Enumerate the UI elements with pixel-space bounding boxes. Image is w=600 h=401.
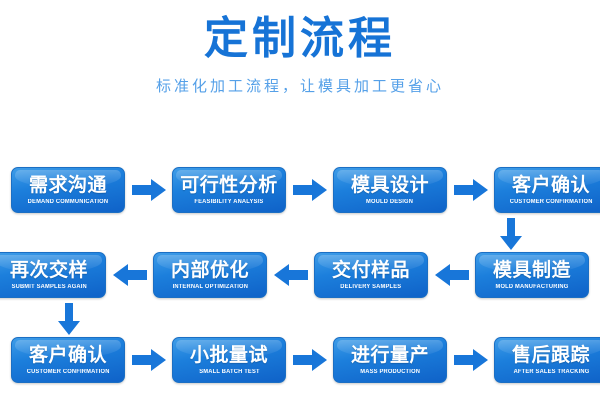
flow-arrow-left-2 [268,264,313,286]
page-header: 定制流程 标准化加工流程，让模具加工更省心 [0,0,600,96]
flow-step-mold-manufacturing[interactable]: 模具制造 MOLD MANUFACTURING [474,252,590,298]
step-label-en: DELIVERY SAMPLES [340,283,402,290]
arrow-left-icon [112,264,147,286]
step-box[interactable]: 再次交样 SUBMIT SAMPLES AGAIN [0,252,106,298]
flow-row-3: 客户确认 CUSTOMER CONFIRMATION 小批量试 SMALL BA… [0,335,600,385]
arrow-right-icon [292,349,327,371]
step-label-en: CUSTOMER CONFIRMATION [509,198,593,205]
step-box[interactable]: 需求沟通 DEMAND COMMUNICATION [11,167,125,213]
step-box[interactable]: 客户确认 CUSTOMER CONFIRMATION [11,337,125,383]
step-label-en: CUSTOMER CONFIRMATION [26,368,110,375]
step-label-en: FEASIBILITY ANALYSIS [194,198,264,205]
step-label-cn: 需求沟通 [28,174,107,196]
step-label-en: SMALL BATCH TEST [198,368,260,375]
flow-arrow-right-5 [287,349,332,371]
arrow-down-icon-left [58,303,80,335]
flow-row-2: 模具制造 MOLD MANUFACTURING 交付样品 DELIVERY SA… [0,250,600,300]
step-box[interactable]: 小批量试 SMALL BATCH TEST [172,337,286,383]
page-title: 定制流程 [204,14,396,63]
process-flow-diagram: 需求沟通 DEMAND COMMUNICATION 可行性分析 FEASIBIL… [0,150,600,401]
flow-step-after-sales-tracking[interactable]: 售后跟踪 AFTER SALES TRACKING [493,337,600,383]
step-label-cn: 模具制造 [492,259,571,281]
step-label-cn: 内部优化 [170,259,249,281]
step-label-en: MOLD MANUFACTURING [495,283,569,290]
step-box[interactable]: 可行性分析 FEASIBILITY ANALYSIS [172,167,286,213]
step-label-cn: 客户确认 [28,344,107,366]
flow-step-internal-optimization[interactable]: 内部优化 INTERNAL OPTIMIZATION [152,252,268,298]
step-label-cn: 模具设计 [350,174,429,196]
flow-step-small-batch-test[interactable]: 小批量试 SMALL BATCH TEST [171,337,287,383]
step-label-cn: 进行量产 [350,344,429,366]
flow-arrow-left-3 [107,264,152,286]
flow-step-demand-communication[interactable]: 需求沟通 DEMAND COMMUNICATION [10,167,126,213]
flow-step-mass-production[interactable]: 进行量产 MASS PRODUCTION [332,337,448,383]
flow-step-feasibility-analysis[interactable]: 可行性分析 FEASIBILITY ANALYSIS [171,167,287,213]
step-label-en: SUBMIT SAMPLES AGAIN [11,283,87,290]
arrow-right-icon [131,349,166,371]
step-box[interactable]: 模具设计 MOULD DESIGN [333,167,447,213]
flow-arrow-right-4 [126,349,171,371]
step-box[interactable]: 模具制造 MOLD MANUFACTURING [475,252,589,298]
step-label-en: INTERNAL OPTIMIZATION [172,283,248,290]
step-label-cn: 客户确认 [511,174,590,196]
step-label-cn: 小批量试 [189,344,268,366]
flow-step-mould-design[interactable]: 模具设计 MOULD DESIGN [332,167,448,213]
step-label-en: MASS PRODUCTION [360,368,420,375]
step-box[interactable]: 售后跟踪 AFTER SALES TRACKING [494,337,600,383]
arrow-down-icon-right [500,218,522,250]
step-label-cn: 再次交样 [9,259,88,281]
flow-arrow-right-2 [287,179,332,201]
step-label-cn: 售后跟踪 [511,344,590,366]
arrow-right-icon [453,349,488,371]
flow-step-submit-samples-again[interactable]: 再次交样 SUBMIT SAMPLES AGAIN [0,252,107,298]
flow-arrow-right-3 [448,179,493,201]
page-subtitle: 标准化加工流程，让模具加工更省心 [155,78,444,96]
step-label-en: MOULD DESIGN [366,198,414,205]
flow-arrow-left-1 [429,264,474,286]
flow-arrow-right-1 [126,179,171,201]
step-label-cn: 交付样品 [331,259,410,281]
arrow-left-icon [434,264,469,286]
arrow-right-icon [131,179,166,201]
step-box[interactable]: 客户确认 CUSTOMER CONFIRMATION [494,167,600,213]
arrow-right-icon [292,179,327,201]
step-label-en: AFTER SALES TRACKING [513,368,589,375]
step-box[interactable]: 交付样品 DELIVERY SAMPLES [314,252,428,298]
step-box[interactable]: 内部优化 INTERNAL OPTIMIZATION [153,252,267,298]
step-label-cn: 可行性分析 [180,174,278,196]
flow-row-1: 需求沟通 DEMAND COMMUNICATION 可行性分析 FEASIBIL… [0,165,600,215]
arrow-left-icon [273,264,308,286]
step-box[interactable]: 进行量产 MASS PRODUCTION [333,337,447,383]
flow-step-customer-confirmation-2[interactable]: 客户确认 CUSTOMER CONFIRMATION [10,337,126,383]
flow-step-delivery-samples[interactable]: 交付样品 DELIVERY SAMPLES [313,252,429,298]
step-label-en: DEMAND COMMUNICATION [27,198,109,205]
arrow-right-icon [453,179,488,201]
flow-arrow-right-6 [448,349,493,371]
flow-step-customer-confirmation-1[interactable]: 客户确认 CUSTOMER CONFIRMATION [493,167,600,213]
